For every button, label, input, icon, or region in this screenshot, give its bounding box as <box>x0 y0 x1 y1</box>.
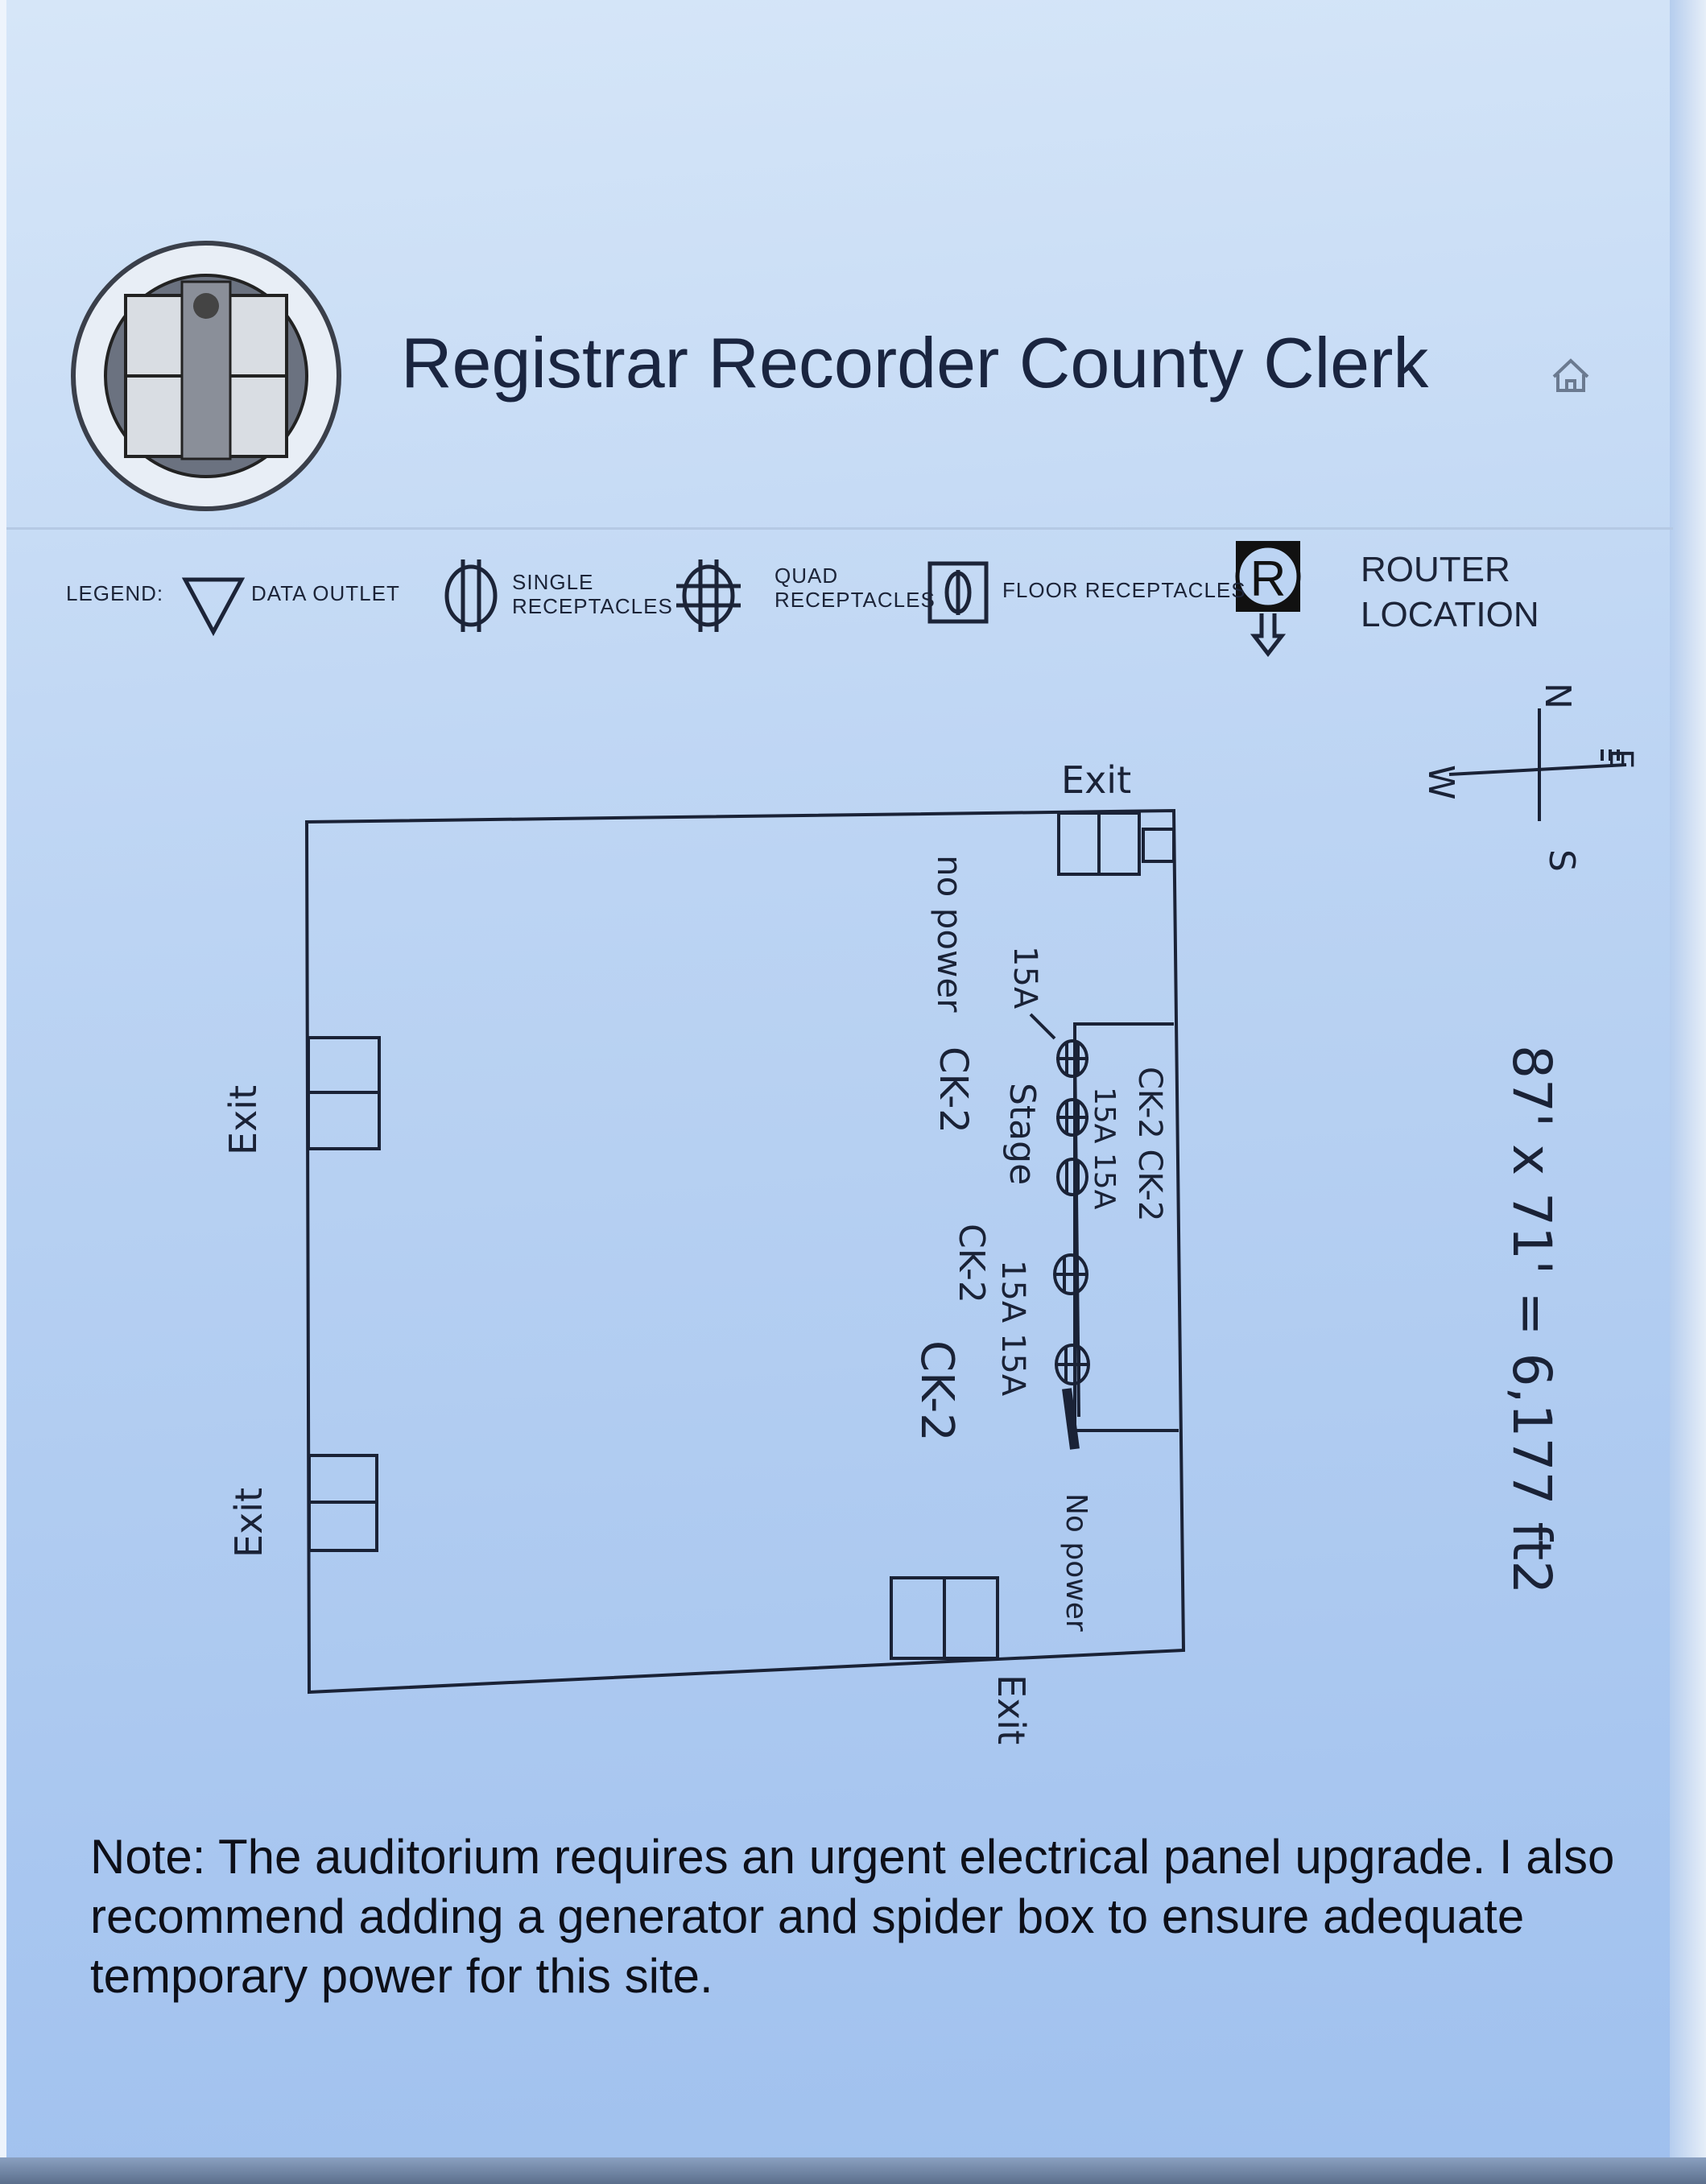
router-label-line1: ROUTER <box>1361 550 1510 589</box>
scribble-mark <box>1062 1388 1080 1450</box>
page-edge <box>0 0 6 2184</box>
legend-data-outlet: DATA OUTLET <box>251 581 400 605</box>
legend-single-receptacles: SINGLE RECEPTACLES <box>512 570 673 618</box>
label-exit-left-1: Exit <box>221 1085 265 1155</box>
auditorium-outline <box>304 808 1186 1695</box>
label-ck-low: CK-2 <box>911 1340 963 1442</box>
receptacle-5 <box>1055 1344 1090 1385</box>
label-exit-left-2: Exit <box>227 1488 271 1558</box>
receptacle-3 <box>1056 1158 1088 1196</box>
label-stage: Stage <box>1002 1083 1043 1185</box>
label-exit-top: Exit <box>1061 758 1131 802</box>
label-ck-top: CK-2 <box>931 1047 976 1133</box>
label-exit-bottom: Exit <box>989 1674 1033 1744</box>
data-outlet-icon <box>181 577 246 637</box>
note-text: Note: The auditorium requires an urgent … <box>90 1830 1615 2003</box>
label-ck-mid: CK-2 <box>951 1224 992 1303</box>
compass-e: E <box>1602 749 1639 769</box>
label-no-power-bottom: No power <box>1060 1493 1093 1632</box>
floor-receptacle-icon <box>927 561 989 624</box>
label-amps-mid: 15A 15A <box>994 1260 1031 1397</box>
compass-n: N <box>1537 683 1578 709</box>
label-15a: 15A <box>1006 946 1043 1009</box>
compass-s: S <box>1541 849 1582 872</box>
receptacle-2 <box>1056 1098 1088 1137</box>
door-left-1 <box>307 1036 381 1150</box>
header-divider <box>6 527 1673 530</box>
compass-w: W <box>1420 765 1461 800</box>
compass-rose <box>1448 708 1627 821</box>
label-stage-ck: CK-2 CK-2 <box>1131 1067 1168 1221</box>
page-shadow <box>1670 0 1706 2184</box>
door-left-2 <box>308 1454 378 1552</box>
label-stage-amps: 15A 15A <box>1088 1087 1121 1210</box>
label-dimensions: 87' x 71' = 6,177 ft2 <box>1501 1045 1563 1594</box>
legend-floor-receptacles: FLOOR RECEPTACLES <box>1002 578 1246 602</box>
receptacle-1 <box>1056 1039 1088 1078</box>
label-no-power-top: no power <box>930 855 969 1013</box>
legend-label: LEGEND: <box>66 581 164 605</box>
single-receptacle-icon <box>444 559 498 632</box>
door-bottom <box>890 1576 999 1660</box>
router-symbol: R <box>1250 551 1287 607</box>
receptacle-4 <box>1053 1253 1088 1295</box>
stage-outline <box>1073 1022 1179 1432</box>
quad-receptacle-icon <box>676 559 741 632</box>
home-icon[interactable] <box>1552 358 1589 392</box>
legend-quad-receptacles: QUAD RECEPTACLES <box>775 564 936 612</box>
page-title: Registrar Recorder County Clerk <box>401 323 1429 403</box>
county-seal-logo <box>71 241 341 511</box>
router-icon <box>1235 541 1301 658</box>
legend-router-location: ROUTER LOCATION <box>1361 547 1539 638</box>
door-top <box>1057 811 1175 876</box>
router-label-line2: LOCATION <box>1361 595 1539 634</box>
bottom-edge <box>0 2157 1706 2184</box>
